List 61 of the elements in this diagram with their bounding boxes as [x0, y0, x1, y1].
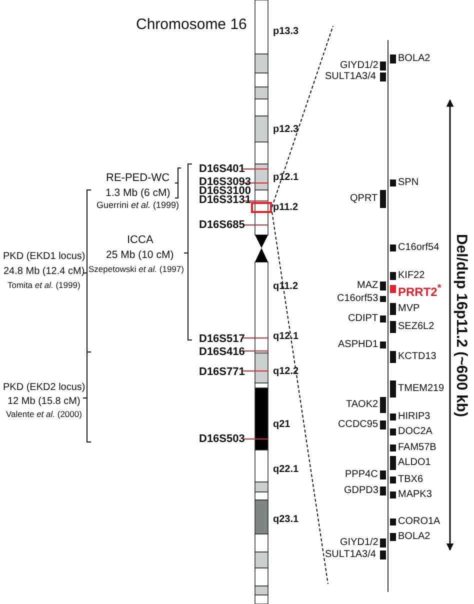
band-label: p13.3	[273, 27, 299, 37]
band-label: p12.1	[273, 173, 299, 183]
range-label: Del/dup 16p11.2 (~600 kb)	[454, 234, 469, 416]
band-label: q21	[273, 420, 290, 430]
marker-label: D16S517	[199, 334, 245, 345]
citation: Tomita et al. (1999)	[8, 281, 80, 290]
citation: Valente et al. (2000)	[6, 410, 82, 418]
region-size: 25 Mb (10 cM)	[106, 250, 174, 260]
gene-label: TBX6	[398, 475, 424, 485]
title: Chromosome 16	[136, 17, 247, 32]
band-label: p11.2	[273, 203, 298, 213]
region-name: ICCA	[127, 235, 154, 246]
gene-label: CCDC95	[338, 420, 378, 430]
citation: Szepetowski et al. (1997)	[88, 265, 184, 274]
gene-label: BOLA2	[398, 54, 430, 64]
region-size: 24.8 Mb (12.4 cM)	[4, 267, 85, 277]
gene-label: MAZ	[357, 281, 378, 291]
gene-label: MVP	[398, 304, 420, 314]
marker-label: D16S685	[199, 220, 245, 231]
band-label: q12.1	[273, 332, 299, 342]
gene-label: SULT1A3/4	[325, 72, 376, 82]
band-label: q23.1	[273, 515, 299, 525]
gene-label: CDIPT	[348, 314, 378, 324]
gene-label: CORO1A	[398, 517, 440, 527]
gene-label: KCTD13	[398, 352, 436, 362]
region-size: 1.3 Mb (6 cM)	[106, 188, 170, 198]
citation: Guerrini et al. (1999)	[96, 201, 180, 210]
region-name: RE-PED-WC	[106, 173, 170, 184]
gene-label: FAM57B	[398, 443, 436, 453]
gene-label: MAPK3	[398, 490, 432, 500]
region-name: PKD (EKD2 locus)	[3, 383, 86, 393]
marker-label: D16S771	[199, 367, 245, 378]
marker-label: D16S503	[199, 434, 245, 445]
region-name: PKD (EKD1 locus)	[3, 252, 86, 262]
gene-label: SEZ6L2	[398, 322, 434, 332]
band-label: q12.2	[273, 367, 299, 377]
gene-label: PRRT2$^{*}$	[398, 284, 442, 298]
gene-label: ALDO1	[398, 458, 431, 468]
gene-label: GIYD1/2	[340, 61, 378, 71]
gene-label: HIRIP3	[398, 412, 430, 422]
gene-label: TAOK2	[346, 400, 378, 410]
gene-label: PPP4C	[345, 470, 378, 480]
band-label: q22.1	[273, 465, 299, 475]
region-size: 12 Mb (15.8 cM)	[8, 397, 80, 407]
gene-label: KIF22	[398, 271, 425, 281]
gene-label: GDPD3	[344, 486, 378, 496]
marker-label: D16S401	[199, 164, 245, 175]
gene-label: GIYD1/2	[340, 538, 378, 548]
gene-label: BOLA2	[398, 532, 430, 542]
gene-label: SULT1A3/4	[325, 550, 376, 560]
band-label: q11.2	[273, 282, 298, 292]
gene-label: DOC2A	[398, 427, 432, 437]
marker-label: D16S3131	[199, 195, 251, 206]
gene-label: ASPHD1	[338, 340, 378, 350]
gene-label: TMEM219	[398, 384, 444, 394]
gene-label: SPN	[398, 178, 419, 188]
gene-label: QPRT	[350, 194, 378, 204]
gene-label: C16orf53	[337, 294, 378, 304]
band-label: p12.3	[273, 125, 299, 135]
marker-label: D16S416	[199, 347, 245, 358]
gene-label: C16orf54	[398, 243, 440, 253]
